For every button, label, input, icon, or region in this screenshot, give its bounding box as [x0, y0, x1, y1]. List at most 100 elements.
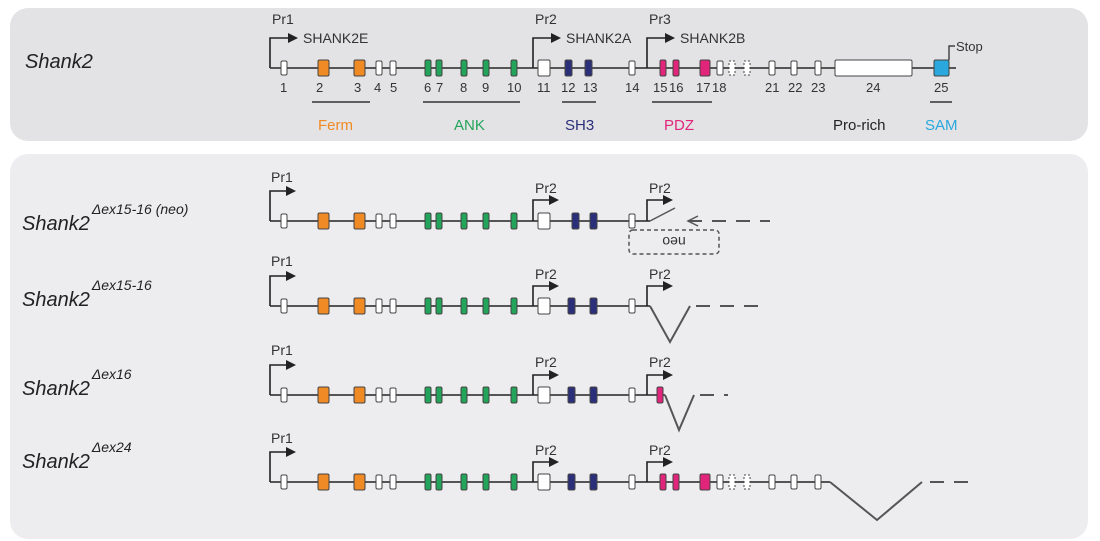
isoform-label-1: SHANK2E	[303, 30, 368, 46]
exon-number: 15	[653, 80, 667, 95]
exon-24	[834, 59, 913, 77]
isoform-label-2: SHANK2A	[566, 30, 632, 46]
exon	[510, 297, 518, 315]
exon-9	[482, 59, 490, 77]
top-gene-model: Pr1 SHANK2E Pr2 SHANK2A Pr3 SHANK2B	[269, 11, 983, 134]
exon	[435, 386, 443, 404]
exon-19-dashed	[728, 60, 736, 76]
promoter-arrow-pr2	[646, 285, 665, 306]
promoter-arrow-1	[269, 37, 290, 68]
exon	[672, 473, 680, 491]
allele-label-neo: Shank2Δex15-16 (neo)	[22, 201, 188, 235]
neo-arrowhead	[686, 215, 699, 227]
exon	[280, 474, 288, 490]
promoter-label-3: Pr3	[649, 11, 671, 27]
exon-number: 13	[583, 80, 597, 95]
exon-dashed	[728, 474, 736, 490]
allele-label-ex15-16: Shank2Δex15-16	[22, 277, 152, 311]
promoter-arrow-3	[646, 37, 667, 68]
exon	[482, 212, 490, 230]
exon-number: 2	[316, 80, 323, 95]
promoter-arrow-pr1	[269, 190, 288, 221]
promoter-arrow-pr2	[646, 374, 665, 395]
promoter-label: Pr1	[271, 430, 293, 446]
exon-8	[460, 59, 468, 77]
cassette-slash	[649, 207, 676, 222]
exon-number: 23	[811, 80, 825, 95]
promoter-label: Pr2	[535, 442, 557, 458]
allele-model-ex24: Pr1 Pr2 Pr2	[269, 430, 975, 522]
exon-number: 7	[436, 80, 443, 95]
deletion-splice	[664, 394, 695, 433]
promoter-label: Pr1	[271, 253, 293, 269]
exon-number: 5	[390, 80, 397, 95]
exon-4	[375, 60, 383, 76]
promoter-arrow-pr1	[269, 364, 288, 395]
allele-model-ex16: Pr1 Pr2 Pr2	[269, 342, 728, 433]
exon	[460, 297, 468, 315]
exon	[353, 473, 366, 491]
promoter-label: Pr1	[271, 169, 293, 185]
promoter-arrow-pr2	[532, 374, 551, 395]
exon	[375, 298, 383, 314]
exon	[280, 387, 288, 403]
bottom-panel	[10, 154, 1088, 539]
exon	[628, 213, 636, 229]
exon	[435, 212, 443, 230]
exon	[353, 212, 366, 230]
allele-model-ex15-16: Pr1 Pr2 Pr2	[269, 253, 768, 345]
promoter-arrowhead	[663, 281, 673, 291]
promoter-arrow-2	[532, 37, 553, 68]
neo-cassette-box	[628, 229, 720, 255]
exon-1	[280, 60, 288, 76]
exon	[510, 473, 518, 491]
promoter-arrowhead	[549, 281, 559, 291]
exon-11	[537, 59, 551, 77]
promoter-label: Pr2	[535, 180, 557, 196]
exon	[460, 212, 468, 230]
promoter-arrowhead	[286, 447, 296, 457]
promoter-label: Pr2	[649, 180, 671, 196]
exon	[537, 297, 551, 315]
exon	[537, 473, 551, 491]
exon-number: 22	[788, 80, 802, 95]
allele-label-ex24: Shank2Δex24	[22, 439, 132, 473]
exon	[589, 212, 598, 230]
exon	[389, 387, 397, 403]
exon	[460, 386, 468, 404]
exon-16	[672, 59, 680, 77]
domain-ferm: Ferm	[318, 117, 353, 134]
exon-7	[435, 59, 443, 77]
promoter-arrowhead	[286, 271, 296, 281]
exon	[589, 386, 598, 404]
promoter-arrowhead	[663, 195, 673, 205]
deletion-splice	[649, 305, 691, 345]
exon	[317, 297, 330, 315]
exon-number: 6	[424, 80, 431, 95]
exon-number: 24	[866, 80, 880, 95]
exon	[435, 473, 443, 491]
exon	[435, 297, 443, 315]
allele-label-ex16: Shank2Δex16	[22, 366, 132, 400]
exon	[510, 386, 518, 404]
exon-number: 21	[765, 80, 779, 95]
promoter-arrowhead	[549, 195, 559, 205]
exon-number: 14	[625, 80, 639, 95]
stop-marker	[948, 45, 955, 60]
exon	[482, 297, 490, 315]
promoter-label-2: Pr2	[535, 11, 557, 27]
exon	[424, 473, 432, 491]
allele-model-neo: neo Pr1 Pr2 Pr2	[269, 169, 770, 255]
promoter-arrowhead	[663, 457, 673, 467]
exon	[567, 297, 576, 315]
exon	[280, 298, 288, 314]
promoter-arrowhead	[549, 457, 559, 467]
exon	[424, 386, 432, 404]
exon	[460, 473, 468, 491]
exon	[353, 386, 366, 404]
neo-cassette-label: neo	[662, 234, 686, 250]
exon	[537, 386, 551, 404]
promoter-label: Pr2	[649, 354, 671, 370]
exon	[790, 474, 798, 490]
exon-25	[933, 59, 950, 77]
